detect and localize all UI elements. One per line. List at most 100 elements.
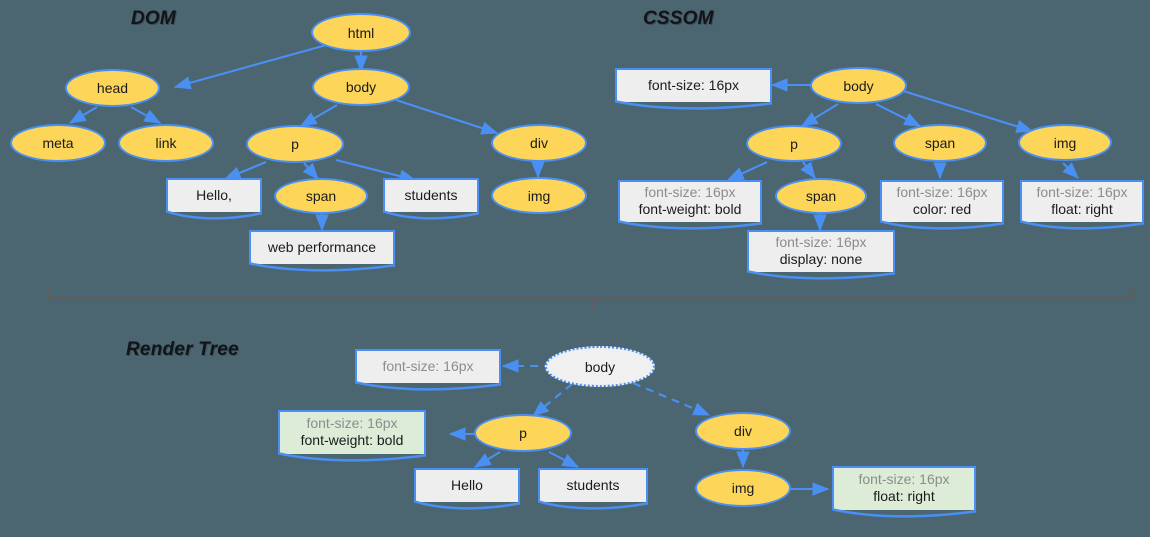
wavy-bottom-edge xyxy=(249,261,395,273)
wavy-bottom-edge xyxy=(355,380,501,392)
rt-node-p[interactable]: p xyxy=(474,414,572,452)
node-label: p xyxy=(790,135,798,152)
edge-cssom-body-span xyxy=(875,103,922,127)
section-divider xyxy=(47,287,1134,310)
node-label: span xyxy=(805,188,837,204)
edge-cssom-p-span2 xyxy=(800,161,816,180)
edge-html-head xyxy=(173,42,331,90)
wavy-bottom-edge xyxy=(1020,219,1144,231)
cssom-node-span-1[interactable]: span xyxy=(893,124,987,162)
box-line: color: red xyxy=(912,201,972,217)
wavy-bottom-edge xyxy=(414,499,520,511)
box-line-inherited: font-size: 16px xyxy=(644,184,736,201)
edge-head-link xyxy=(130,106,162,124)
box-line-inherited: font-size: 16px xyxy=(382,357,474,374)
cssom-node-p[interactable]: p xyxy=(746,125,842,162)
edge-p-span xyxy=(302,162,319,180)
rt-box-students[interactable]: students xyxy=(538,468,648,510)
edge-body-p xyxy=(299,104,338,127)
edge-cssom-p-style xyxy=(726,161,768,181)
cssom-node-img[interactable]: img xyxy=(1018,124,1112,161)
node-label: span xyxy=(305,188,337,204)
box-line-inherited: font-size: 16px xyxy=(896,184,988,201)
dom-node-span[interactable]: span xyxy=(274,178,368,214)
box-line: font-size: 16px xyxy=(647,76,740,93)
edge-rt-body-p xyxy=(532,383,573,417)
edge-p-students xyxy=(335,158,417,183)
node-label: img xyxy=(731,480,755,496)
dom-box-hello[interactable]: Hello, xyxy=(166,178,262,220)
wavy-bottom-edge xyxy=(832,507,976,519)
node-label: div xyxy=(530,135,548,151)
node-label: html xyxy=(347,24,375,41)
edge-head-meta xyxy=(68,106,98,124)
cssom-style-box-p[interactable]: font-size: 16px font-weight: bold xyxy=(618,180,762,230)
rt-box-hello[interactable]: Hello xyxy=(414,468,520,510)
box-line: students xyxy=(404,186,458,203)
node-label: body xyxy=(584,358,616,375)
box-line: students xyxy=(566,476,620,493)
node-label: img xyxy=(527,187,551,204)
edge-rt-body-div xyxy=(632,382,711,416)
dom-node-head[interactable]: head xyxy=(65,69,160,107)
rt-node-div[interactable]: div xyxy=(695,412,791,450)
dom-box-web-performance[interactable]: web performance xyxy=(249,230,395,272)
dom-node-body[interactable]: body xyxy=(312,68,410,106)
edge-p-hello xyxy=(223,161,267,180)
box-line: font-weight: bold xyxy=(300,432,404,448)
box-line-inherited: font-size: 16px xyxy=(858,471,950,488)
node-label: p xyxy=(519,425,527,441)
section-title-cssom: CSSOM xyxy=(643,8,714,29)
wavy-bottom-edge xyxy=(278,451,426,463)
box-line: Hello, xyxy=(196,186,232,203)
wavy-bottom-edge xyxy=(615,99,772,111)
rt-node-body[interactable]: body xyxy=(545,346,655,387)
wavy-bottom-edge xyxy=(166,209,262,221)
dom-box-students[interactable]: students xyxy=(383,178,479,220)
node-label: div xyxy=(734,423,752,439)
node-label: link xyxy=(155,135,177,151)
box-line: web performance xyxy=(267,238,377,255)
dom-node-img[interactable]: img xyxy=(491,177,587,214)
cssom-node-span-2[interactable]: span xyxy=(775,178,867,214)
dom-node-p[interactable]: p xyxy=(246,125,344,163)
box-line: float: right xyxy=(1051,201,1113,217)
rt-style-box-p[interactable]: font-size: 16px font-weight: bold xyxy=(278,410,426,462)
dom-node-div[interactable]: div xyxy=(491,124,587,162)
node-label: span xyxy=(924,135,956,151)
edge-cssom-body-p xyxy=(800,103,839,127)
dom-node-html[interactable]: html xyxy=(311,13,411,52)
box-line: font-weight: bold xyxy=(638,201,742,217)
dom-node-meta[interactable]: meta xyxy=(10,124,106,162)
box-line: display: none xyxy=(779,251,863,267)
cssom-style-box-span-1[interactable]: font-size: 16px color: red xyxy=(880,180,1004,230)
node-label: img xyxy=(1053,134,1077,151)
section-title-render-tree: Render Tree xyxy=(126,339,239,360)
box-line-inherited: font-size: 16px xyxy=(306,415,398,432)
edge-cssom-img-style xyxy=(1062,162,1079,179)
node-label: p xyxy=(291,136,299,152)
rt-node-img[interactable]: img xyxy=(695,469,791,507)
rt-style-box-body[interactable]: font-size: 16px xyxy=(355,349,501,391)
node-label: body xyxy=(843,77,874,94)
edge-body-div xyxy=(395,99,499,135)
cssom-node-body[interactable]: body xyxy=(810,67,907,104)
cssom-style-box-img[interactable]: font-size: 16px float: right xyxy=(1020,180,1144,230)
box-line-inherited: font-size: 16px xyxy=(1036,184,1128,201)
edge-rt-p-students xyxy=(548,451,580,468)
box-line: Hello xyxy=(451,476,483,493)
wavy-bottom-edge xyxy=(880,219,1004,231)
node-label: head xyxy=(96,80,129,96)
edge-rt-p-hello xyxy=(473,451,501,468)
box-line: float: right xyxy=(873,488,935,504)
rt-style-box-img[interactable]: font-size: 16px float: right xyxy=(832,466,976,518)
cssom-style-box-body[interactable]: font-size: 16px xyxy=(615,68,772,110)
box-line-inherited: font-size: 16px xyxy=(775,234,867,251)
cssom-style-box-span-2[interactable]: font-size: 16px display: none xyxy=(747,230,895,280)
section-title-dom: DOM xyxy=(131,8,176,29)
edge-cssom-body-img xyxy=(899,88,1034,133)
dom-node-link[interactable]: link xyxy=(118,124,214,162)
wavy-bottom-edge xyxy=(538,499,648,511)
